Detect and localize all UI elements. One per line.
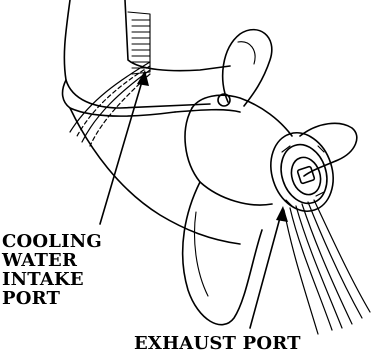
intake-grille — [128, 12, 150, 74]
propeller-right-blade — [300, 123, 357, 176]
exhaust-port-label: EXHAUST PORT — [134, 334, 301, 353]
intake-water-streams — [70, 62, 150, 146]
exhaust-leader-arrow — [250, 206, 288, 328]
propeller-lower-blade — [183, 182, 262, 325]
intake-label-line-1: COOLING — [2, 232, 102, 251]
intake-label-line-2: WATER — [2, 251, 102, 270]
gearcase-housing — [63, 0, 240, 244]
intake-leader-arrow — [100, 70, 149, 224]
intake-label-line-3: INTAKE — [2, 270, 102, 289]
intake-label-line-4: PORT — [2, 289, 102, 308]
exhaust-water-streams — [284, 200, 370, 334]
cooling-water-intake-port-label: COOLING WATER INTAKE PORT — [2, 232, 102, 308]
propeller-upper-blade — [223, 30, 272, 106]
